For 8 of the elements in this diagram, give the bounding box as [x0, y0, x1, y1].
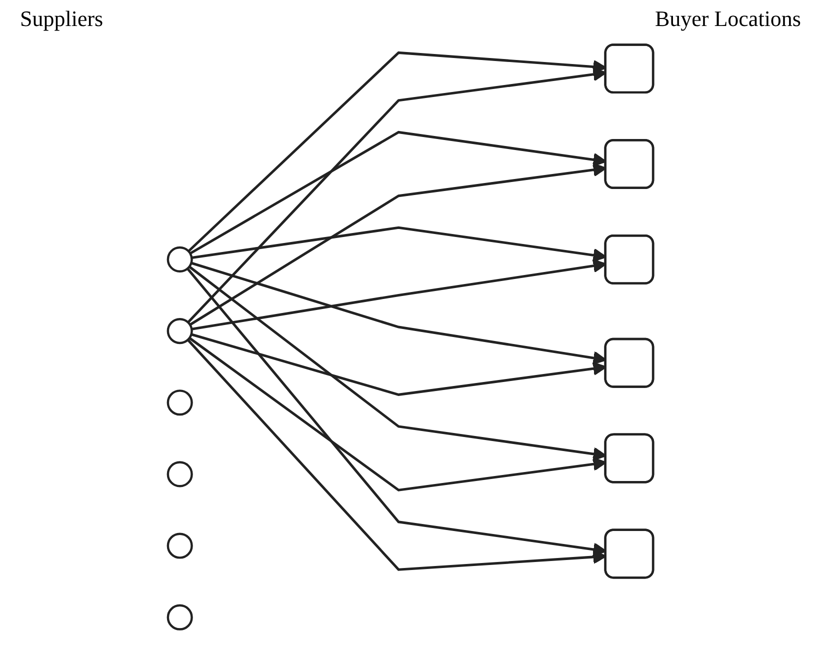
node-circle [166, 532, 193, 559]
column-heading: Buyer Locations [654, 6, 801, 32]
column-heading: Suppliers [20, 6, 104, 32]
node-circle [166, 604, 193, 630]
node-circle [166, 461, 193, 488]
node-circle [166, 246, 193, 272]
node-circle [166, 318, 193, 344]
node-circle [166, 390, 193, 416]
